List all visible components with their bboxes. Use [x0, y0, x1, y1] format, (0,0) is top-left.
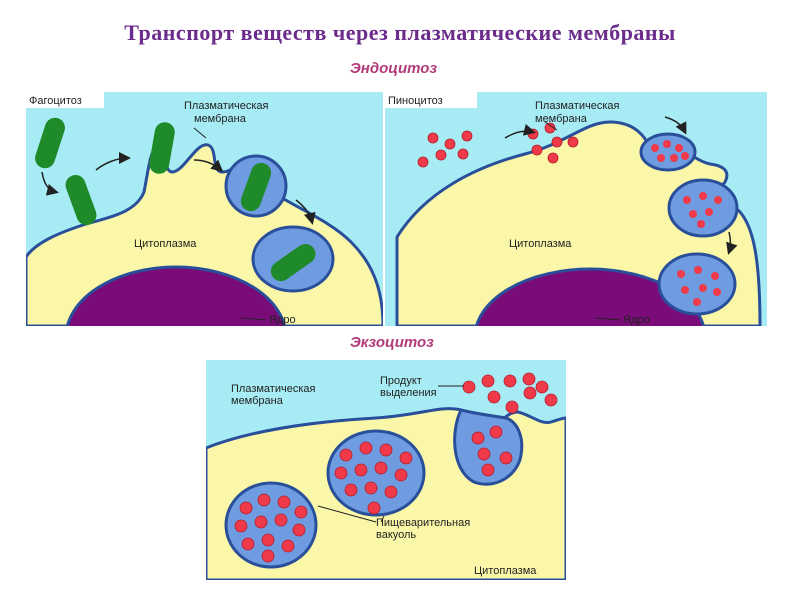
pinosome	[667, 178, 739, 238]
pinosome-forming	[639, 132, 697, 172]
product-label-line1: Продукт	[380, 375, 422, 387]
particles-vesicle-2	[683, 192, 722, 228]
cytoplasm-label: Цитоплазма	[134, 238, 197, 250]
nucleus	[474, 267, 706, 326]
vacuole-particles	[234, 493, 308, 563]
secretory-vesicle-fusing	[453, 408, 524, 486]
phagocytosis-panel: Фагоцитоз Плазматическая мембрана Цитопл…	[26, 92, 383, 326]
endocytosis-heading: Эндоцитоз	[350, 60, 438, 77]
membrane-label-line2: мембрана	[231, 395, 284, 407]
pinocytosis-panel: Пиноцитоз Плазматическая мембрана Цитопл…	[385, 92, 767, 326]
membrane-label-line2: мембрана	[535, 113, 588, 125]
product-label-line2: выделения	[380, 387, 437, 399]
membrane-label-line1: Плазматическая	[231, 383, 316, 395]
pinocytosis-diagram: Пиноцитоз Плазматическая мембрана Цитопл…	[385, 92, 767, 326]
cytoplasm-label: Цитоплазма	[509, 238, 572, 250]
exocytosis-diagram: Плазматическая мембрана Продукт выделени…	[206, 360, 566, 580]
vesicle-particles	[334, 441, 413, 515]
pinocytosis-label: Пиноцитоз	[388, 95, 443, 107]
vacuole-label-line2: вакуоль	[376, 529, 416, 541]
particles-outside	[417, 122, 579, 168]
nucleus-label: Ядро	[269, 314, 296, 326]
bacterium	[240, 162, 272, 212]
exocytosis-panel: Плазматическая мембрана Продукт выделени…	[206, 360, 566, 580]
nucleus	[65, 265, 287, 326]
bacterium	[65, 174, 97, 226]
phagocytosis-diagram: Фагоцитоз Плазматическая мембрана Цитопл…	[26, 92, 383, 326]
exocytosis-heading: Экзоцитоз	[350, 334, 434, 351]
membrane-label-line1: Плазматическая	[535, 100, 620, 112]
membrane-label-line1: Плазматическая	[184, 100, 269, 112]
cytoplasm-label: Цитоплазма	[474, 565, 537, 577]
bacterium	[35, 117, 65, 169]
phagocytosis-label: Фагоцитоз	[29, 95, 82, 107]
page-title: Транспорт веществ через плазматические м…	[124, 20, 676, 45]
membrane-label-line2: мембрана	[194, 113, 247, 125]
particles-vesicle-1	[651, 140, 689, 162]
product-particles	[462, 372, 558, 477]
bacterium	[270, 243, 316, 282]
pinosome	[657, 252, 737, 316]
nucleus-label: Ядро	[623, 314, 650, 326]
particles-vesicle-3	[677, 266, 721, 306]
bacterium	[149, 122, 175, 174]
vacuole-label-line1: Пищеварительная	[376, 517, 470, 529]
